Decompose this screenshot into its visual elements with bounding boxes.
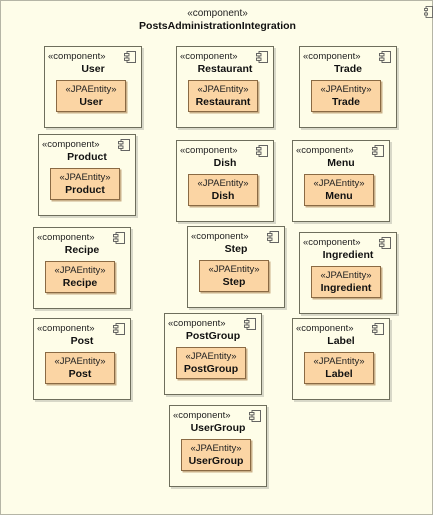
component-name: Step — [224, 243, 248, 255]
component-stereotype: «component» — [48, 51, 106, 62]
component-name: Menu — [327, 157, 355, 169]
component-icon — [113, 323, 125, 335]
jpa-entity-product[interactable]: «JPAEntity»Product — [50, 168, 120, 200]
component-post[interactable]: «component»Post«JPAEntity»Post — [33, 318, 131, 400]
component-usergroup[interactable]: «component»UserGroup«JPAEntity»UserGroup — [169, 405, 267, 487]
component-name: Post — [70, 335, 94, 347]
jpa-entity-step[interactable]: «JPAEntity»Step — [199, 260, 269, 292]
entity-name: Dish — [211, 190, 235, 202]
component-stereotype: «component» — [37, 232, 95, 243]
component-stereotype: «component» — [303, 237, 361, 248]
jpa-entity-dish[interactable]: «JPAEntity»Dish — [188, 174, 258, 206]
entity-name: Menu — [325, 190, 353, 202]
component-name: Ingredient — [322, 249, 374, 261]
component-icon — [244, 318, 256, 330]
component-icon — [267, 231, 279, 243]
component-icon — [113, 232, 125, 244]
component-name: Restaurant — [197, 63, 253, 75]
entity-name: Trade — [331, 96, 360, 108]
component-name: Dish — [213, 157, 237, 169]
entity-stereotype: «JPAEntity» — [185, 351, 237, 362]
component-product[interactable]: «component»Product«JPAEntity»Product — [38, 134, 136, 216]
component-step[interactable]: «component»Step«JPAEntity»Step — [187, 226, 285, 308]
component-user[interactable]: «component»User«JPAEntity»User — [44, 46, 142, 128]
component-stereotype: «component» — [42, 139, 100, 150]
entity-name: Ingredient — [320, 282, 372, 294]
entity-name: Label — [325, 368, 353, 380]
component-icon — [372, 323, 384, 335]
entity-name: Product — [65, 184, 105, 196]
component-icon — [124, 51, 136, 63]
entity-stereotype: «JPAEntity» — [208, 264, 260, 275]
component-trade[interactable]: «component»Trade«JPAEntity»Trade — [299, 46, 397, 128]
entity-name: Restaurant — [195, 96, 251, 108]
component-stereotype: «component» — [296, 323, 354, 334]
component-icon — [379, 237, 391, 249]
component-name: PostGroup — [185, 330, 241, 342]
package-stereotype: «component» — [187, 8, 248, 19]
component-icon — [249, 410, 261, 422]
component-stereotype: «component» — [180, 51, 238, 62]
entity-name: Post — [68, 368, 92, 380]
component-icon — [256, 51, 268, 63]
component-name: UserGroup — [190, 422, 246, 434]
component-stereotype: «component» — [180, 145, 238, 156]
jpa-entity-trade[interactable]: «JPAEntity»Trade — [311, 80, 381, 112]
entity-stereotype: «JPAEntity» — [54, 356, 106, 367]
entity-stereotype: «JPAEntity» — [59, 172, 111, 183]
jpa-entity-ingredient[interactable]: «JPAEntity»Ingredient — [311, 266, 381, 298]
jpa-entity-user[interactable]: «JPAEntity»User — [56, 80, 126, 112]
component-stereotype: «component» — [37, 323, 95, 334]
jpa-entity-restaurant[interactable]: «JPAEntity»Restaurant — [188, 80, 258, 112]
component-name: Recipe — [64, 244, 100, 256]
jpa-entity-recipe[interactable]: «JPAEntity»Recipe — [45, 261, 115, 293]
jpa-entity-postgroup[interactable]: «JPAEntity»PostGroup — [176, 347, 246, 379]
component-stereotype: «component» — [173, 410, 231, 421]
component-icon — [118, 139, 130, 151]
component-postgroup[interactable]: «component»PostGroup«JPAEntity»PostGroup — [164, 313, 262, 395]
entity-name: PostGroup — [183, 363, 239, 375]
component-name: Product — [67, 151, 107, 163]
entity-name: Step — [222, 276, 246, 288]
jpa-entity-label[interactable]: «JPAEntity»Label — [304, 352, 374, 384]
component-ingredient[interactable]: «component»Ingredient«JPAEntity»Ingredie… — [299, 232, 397, 314]
component-stereotype: «component» — [168, 318, 226, 329]
component-name: Label — [327, 335, 355, 347]
entity-stereotype: «JPAEntity» — [197, 178, 249, 189]
component-recipe[interactable]: «component»Recipe«JPAEntity»Recipe — [33, 227, 131, 309]
package-name: PostsAdministrationIntegration — [139, 20, 296, 32]
entity-stereotype: «JPAEntity» — [65, 84, 117, 95]
component-label[interactable]: «component»Label«JPAEntity»Label — [292, 318, 390, 400]
component-stereotype: «component» — [191, 231, 249, 242]
component-menu[interactable]: «component»Menu«JPAEntity»Menu — [292, 140, 390, 222]
entity-stereotype: «JPAEntity» — [320, 270, 372, 281]
component-icon — [424, 6, 433, 18]
entity-stereotype: «JPAEntity» — [313, 356, 365, 367]
entity-stereotype: «JPAEntity» — [54, 265, 106, 276]
component-name: Trade — [333, 63, 362, 75]
component-icon — [379, 51, 391, 63]
component-stereotype: «component» — [303, 51, 361, 62]
entity-stereotype: «JPAEntity» — [320, 84, 372, 95]
jpa-entity-usergroup[interactable]: «JPAEntity»UserGroup — [181, 439, 251, 471]
entity-stereotype: «JPAEntity» — [197, 84, 249, 95]
component-name: User — [81, 63, 105, 75]
component-stereotype: «component» — [296, 145, 354, 156]
component-icon — [372, 145, 384, 157]
component-dish[interactable]: «component»Dish«JPAEntity»Dish — [176, 140, 274, 222]
entity-stereotype: «JPAEntity» — [313, 178, 365, 189]
entity-name: User — [79, 96, 103, 108]
entity-name: Recipe — [62, 277, 98, 289]
jpa-entity-menu[interactable]: «JPAEntity»Menu — [304, 174, 374, 206]
component-restaurant[interactable]: «component»Restaurant«JPAEntity»Restaura… — [176, 46, 274, 128]
component-icon — [256, 145, 268, 157]
entity-stereotype: «JPAEntity» — [190, 443, 242, 454]
entity-name: UserGroup — [188, 455, 244, 467]
jpa-entity-post[interactable]: «JPAEntity»Post — [45, 352, 115, 384]
